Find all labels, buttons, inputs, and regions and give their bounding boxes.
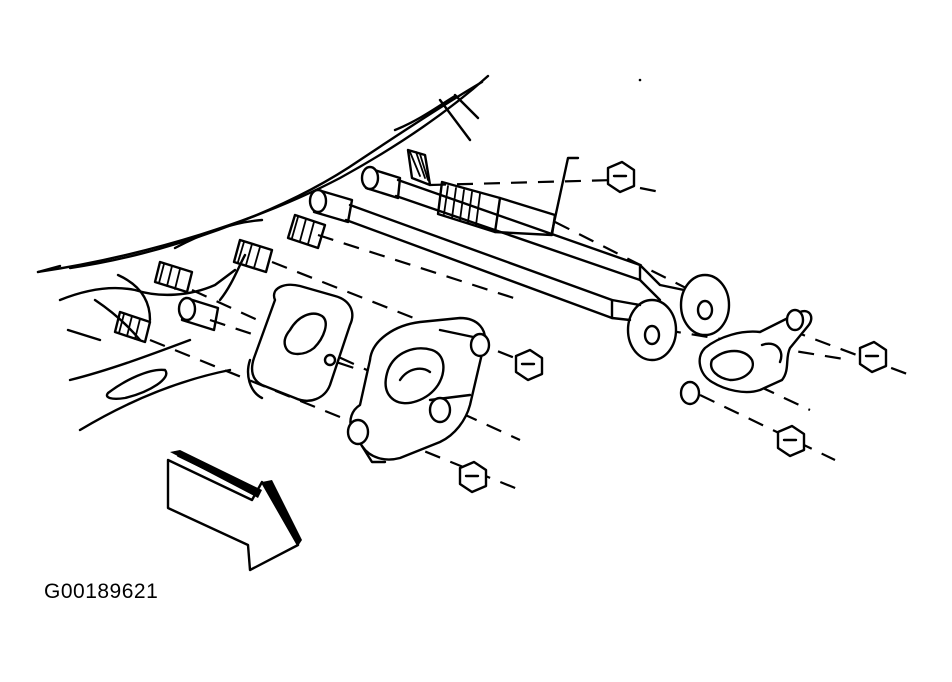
frame-rail-body bbox=[36, 74, 490, 432]
nut-3 bbox=[458, 460, 488, 494]
sleeve-3 bbox=[177, 296, 220, 332]
stud-4 bbox=[232, 238, 274, 274]
stud-6 bbox=[113, 310, 152, 344]
mount-plate bbox=[246, 283, 354, 402]
nut-4 bbox=[858, 340, 888, 374]
stud-2 bbox=[436, 180, 557, 237]
front-direction-arrow-icon bbox=[166, 450, 302, 572]
callout-bracket bbox=[550, 156, 580, 234]
stud-3 bbox=[286, 213, 327, 250]
nut-1 bbox=[606, 160, 636, 194]
insulator-washer-2 bbox=[638, 263, 731, 337]
nut-5 bbox=[776, 424, 806, 458]
nut-2 bbox=[514, 348, 544, 382]
insulator-washer-1 bbox=[610, 298, 678, 362]
long-bolt-1 bbox=[394, 178, 642, 282]
rear-bracket bbox=[679, 308, 813, 406]
stud-1 bbox=[406, 148, 432, 187]
mount-bracket bbox=[346, 316, 491, 464]
sleeve-1 bbox=[360, 165, 402, 200]
speck bbox=[638, 78, 642, 82]
long-bolt-2 bbox=[344, 203, 614, 320]
stud-5 bbox=[153, 260, 194, 294]
sleeve-2 bbox=[308, 188, 354, 224]
figure-code: G00189621 bbox=[44, 580, 159, 603]
